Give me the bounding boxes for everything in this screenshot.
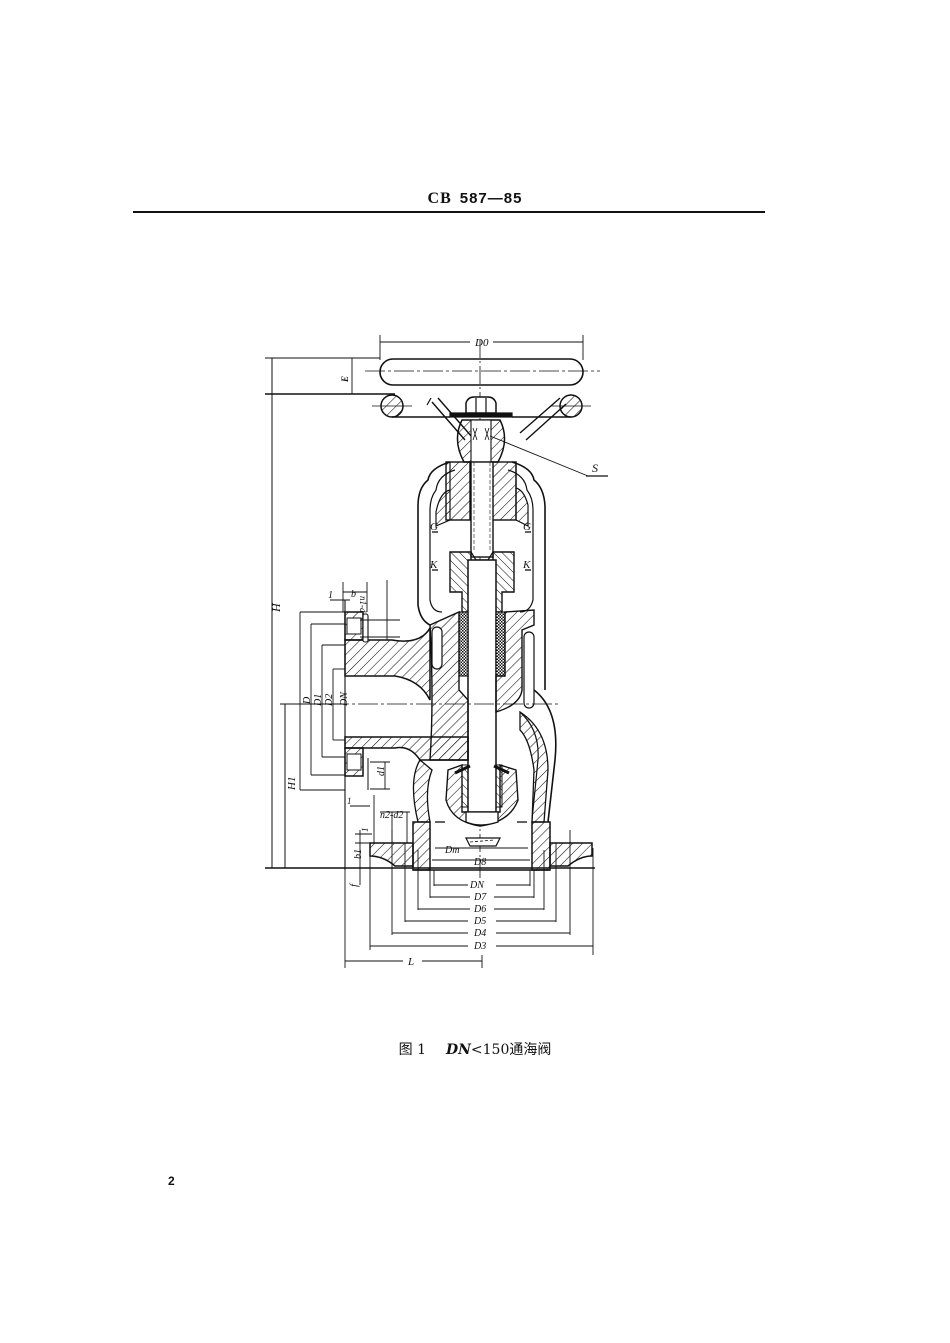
label-d5: D5 — [473, 916, 486, 927]
header-rule — [133, 211, 765, 213]
label-b: b — [351, 589, 356, 600]
label-n2-d2: n2-d2 — [380, 810, 403, 821]
label-h1: H1 — [286, 777, 298, 791]
label-one-side: 1 — [328, 590, 333, 601]
label-dn-bottom: DN — [469, 880, 485, 891]
label-n1-d: n1-d — [358, 596, 368, 613]
label-g-right: G — [523, 521, 531, 533]
label-d4: D4 — [473, 928, 486, 939]
standard-number: 587—85 — [459, 190, 523, 207]
label-s: S — [592, 461, 598, 475]
label-d1-stud: d1 — [376, 766, 387, 776]
label-dn-side: DN — [339, 691, 350, 707]
label-d3: D3 — [473, 941, 486, 952]
label-h: H — [269, 602, 283, 613]
figure-caption: 图 1 DN<150通海阀 — [0, 1039, 950, 1059]
caption-dn: DN — [445, 1042, 471, 1058]
label-d8: D8 — [473, 857, 486, 868]
label-k-right: K — [522, 559, 531, 571]
label-d0: D0 — [474, 337, 489, 349]
label-d: D — [302, 696, 313, 705]
label-d2: D2 — [324, 694, 335, 707]
label-d1: D1 — [313, 694, 324, 707]
label-f: f — [348, 882, 360, 887]
label-g-left: G — [430, 521, 438, 533]
page-header: CB 587—85 — [0, 190, 950, 208]
page-number: 2 — [168, 1174, 175, 1188]
label-one-bottom: 1 — [360, 828, 370, 833]
label-d6: D6 — [473, 904, 486, 915]
label-one-bottom-left: 1 — [347, 796, 352, 806]
caption-text: <150通海阀 — [470, 1042, 552, 1058]
label-e: E — [340, 376, 350, 383]
standard-prefix: CB — [427, 190, 452, 207]
figure-number: 图 1 — [398, 1042, 426, 1058]
label-d7: D7 — [473, 892, 487, 903]
label-l: L — [407, 956, 414, 968]
label-k-left: K — [429, 559, 438, 571]
label-b1: b1 — [353, 849, 364, 859]
label-dm: Dm — [444, 845, 459, 856]
